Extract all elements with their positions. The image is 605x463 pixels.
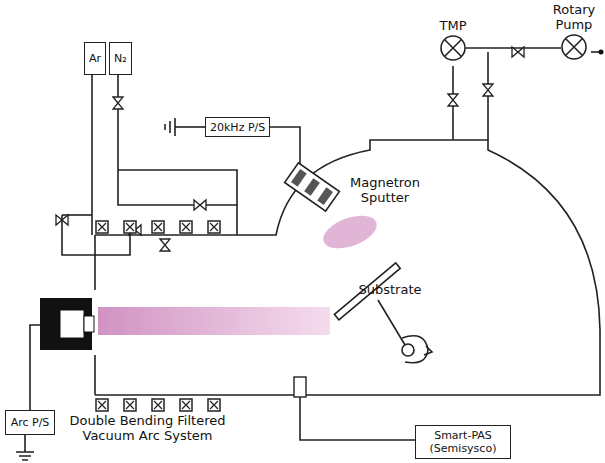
part-label: Substrate bbox=[355, 282, 425, 297]
box-label: N₂ bbox=[114, 52, 127, 65]
box-label: Ar bbox=[89, 52, 101, 65]
pump-name: TMP bbox=[428, 18, 478, 33]
box-label: Smart-PAS (Semisysco) bbox=[420, 429, 506, 455]
pump-name: Rotary Pump bbox=[546, 2, 602, 32]
pump-symbol: Rotary Pump bbox=[546, 2, 602, 60]
part-label: Magnetron Sputter bbox=[340, 175, 430, 205]
part-label: Double Bending Filtered Vacuum Arc Syste… bbox=[60, 413, 235, 443]
box-label: Arc P/S bbox=[10, 416, 50, 429]
box-label: 20kHz P/S bbox=[210, 121, 265, 134]
instrument-box: Arc P/S bbox=[5, 410, 55, 435]
pump-circle bbox=[561, 34, 587, 60]
instrument-box: Smart-PAS (Semisysco) bbox=[415, 425, 511, 459]
instrument-box: N₂ bbox=[109, 42, 132, 75]
instrument-box: Ar bbox=[84, 42, 106, 75]
instrument-box: 20kHz P/S bbox=[205, 117, 270, 137]
pump-circle bbox=[440, 35, 466, 61]
pump-symbol: TMP bbox=[428, 18, 478, 61]
